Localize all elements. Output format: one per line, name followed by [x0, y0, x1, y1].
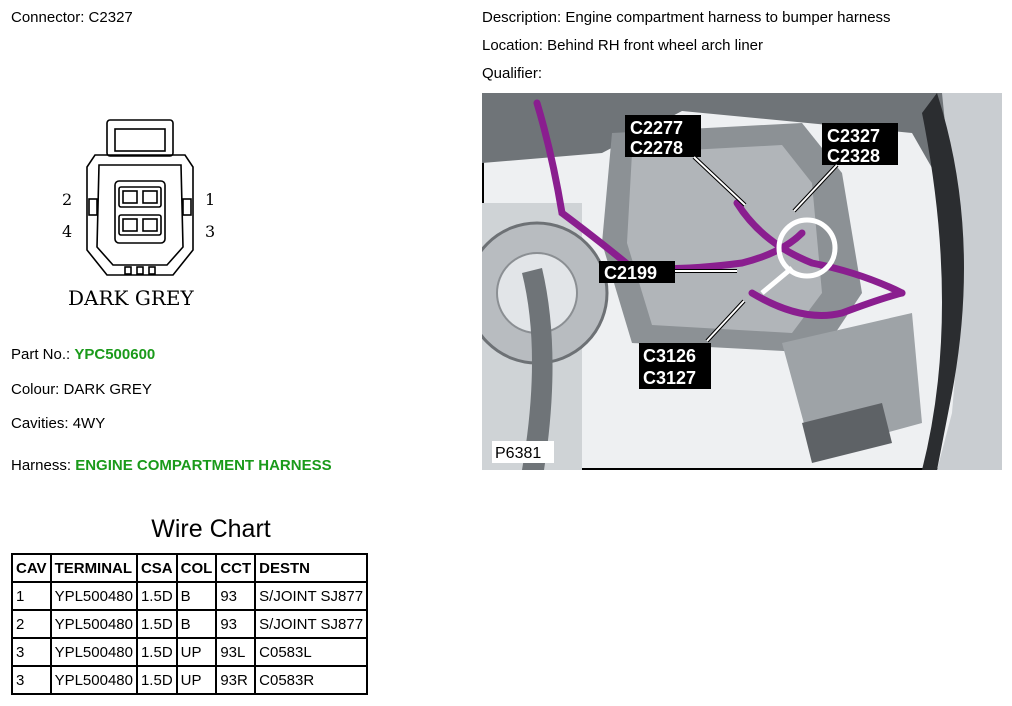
callout-c3126: C3126: [643, 346, 696, 366]
wire-chart-title: Wire Chart: [151, 515, 271, 543]
location-value: Behind RH front wheel arch liner: [547, 37, 764, 54]
description-value: Engine compartment harness to bumper har…: [565, 9, 891, 26]
header-cct: CCT: [215, 553, 257, 583]
cavities-label: Cavities:: [11, 415, 69, 432]
cell-terminal: YPL500480: [49, 637, 138, 667]
part-number-link[interactable]: YPC500600: [74, 346, 156, 363]
cell-terminal: YPL500480: [49, 609, 138, 639]
pin-2-label: 2: [62, 190, 72, 209]
part-number-label: Part No.:: [11, 346, 71, 363]
cell-destn: C0583R: [254, 665, 369, 695]
cavities-line: Cavities: 4WY: [11, 415, 105, 432]
cell-cav: 3: [11, 637, 52, 667]
location-photo: C2277 C2278 C2327 C2328 C2199 C3126 C312…: [482, 93, 1002, 470]
table-row: 3 YPL500480 1.5D UP 93R C0583R: [11, 665, 369, 695]
table-row: 3 YPL500480 1.5D UP 93L C0583L: [11, 637, 369, 667]
header-col: COL: [175, 553, 218, 583]
cell-destn: C0583L: [254, 637, 369, 667]
table-row: 2 YPL500480 1.5D B 93 S/JOINT SJ877: [11, 609, 369, 639]
header-terminal: TERMINAL: [49, 553, 138, 583]
cell-destn: S/JOINT SJ877: [254, 581, 369, 611]
qualifier-label: Qualifier:: [482, 65, 543, 82]
cell-cav: 1: [11, 581, 52, 611]
pinout-colour-label: DARK GREY: [68, 286, 194, 310]
photo-ref: P6381: [495, 445, 541, 462]
connector-line: Connector: C2327: [11, 9, 133, 26]
connector-pinout-diagram: 1 2 3 4 DARK GREY: [62, 119, 215, 310]
cell-col: UP: [175, 637, 218, 667]
description-label: Description:: [482, 9, 562, 26]
cell-cct: 93L: [215, 637, 257, 667]
pin-1-label: 1: [205, 190, 215, 209]
location-label: Location:: [482, 37, 543, 54]
connector-label: Connector:: [11, 9, 85, 26]
callout-c2278: C2278: [630, 138, 683, 158]
callout-c2327: C2327: [827, 126, 880, 146]
connector-value: C2327: [88, 9, 133, 26]
colour-line: Colour: DARK GREY: [11, 381, 152, 398]
wire-chart-table: CAV TERMINAL CSA COL CCT DESTN 1 YPL5004…: [11, 553, 369, 695]
table-row: 1 YPL500480 1.5D B 93 S/JOINT SJ877: [11, 581, 369, 611]
harness-line: Harness: ENGINE COMPARTMENT HARNESS: [11, 457, 332, 474]
qualifier-line: Qualifier:: [482, 65, 542, 82]
cavities-value: 4WY: [72, 415, 106, 432]
cell-col: B: [175, 609, 218, 639]
callout-c2277: C2277: [630, 118, 683, 138]
location-line: Location: Behind RH front wheel arch lin…: [482, 37, 763, 54]
callout-c2199: C2199: [604, 263, 657, 283]
cell-terminal: YPL500480: [49, 581, 138, 611]
cell-terminal: YPL500480: [49, 665, 138, 695]
pin-3-label: 3: [205, 222, 215, 241]
description-line: Description: Engine compartment harness …: [482, 9, 891, 26]
colour-value: DARK GREY: [63, 381, 152, 398]
cell-csa: 1.5D: [135, 637, 178, 667]
harness-link[interactable]: ENGINE COMPARTMENT HARNESS: [75, 457, 332, 474]
cell-cav: 2: [11, 609, 52, 639]
cell-cct: 93: [215, 581, 257, 611]
callout-c2328: C2328: [827, 146, 880, 166]
header-destn: DESTN: [254, 553, 369, 583]
harness-label: Harness:: [11, 457, 72, 474]
cell-csa: 1.5D: [135, 609, 178, 639]
cell-destn: S/JOINT SJ877: [254, 609, 369, 639]
cell-csa: 1.5D: [135, 581, 178, 611]
part-number-line: Part No.: YPC500600: [11, 346, 155, 363]
pin-4-label: 4: [62, 222, 72, 241]
cell-cav: 3: [11, 665, 52, 695]
cell-col: B: [175, 581, 218, 611]
callout-c3127: C3127: [643, 368, 696, 388]
cell-csa: 1.5D: [135, 665, 178, 695]
cell-cct: 93: [215, 609, 257, 639]
header-cav: CAV: [11, 553, 52, 583]
colour-label: Colour:: [11, 381, 60, 398]
header-csa: CSA: [135, 553, 178, 583]
wire-chart-header-row: CAV TERMINAL CSA COL CCT DESTN: [11, 553, 369, 583]
cell-cct: 93R: [215, 665, 257, 695]
cell-col: UP: [175, 665, 218, 695]
